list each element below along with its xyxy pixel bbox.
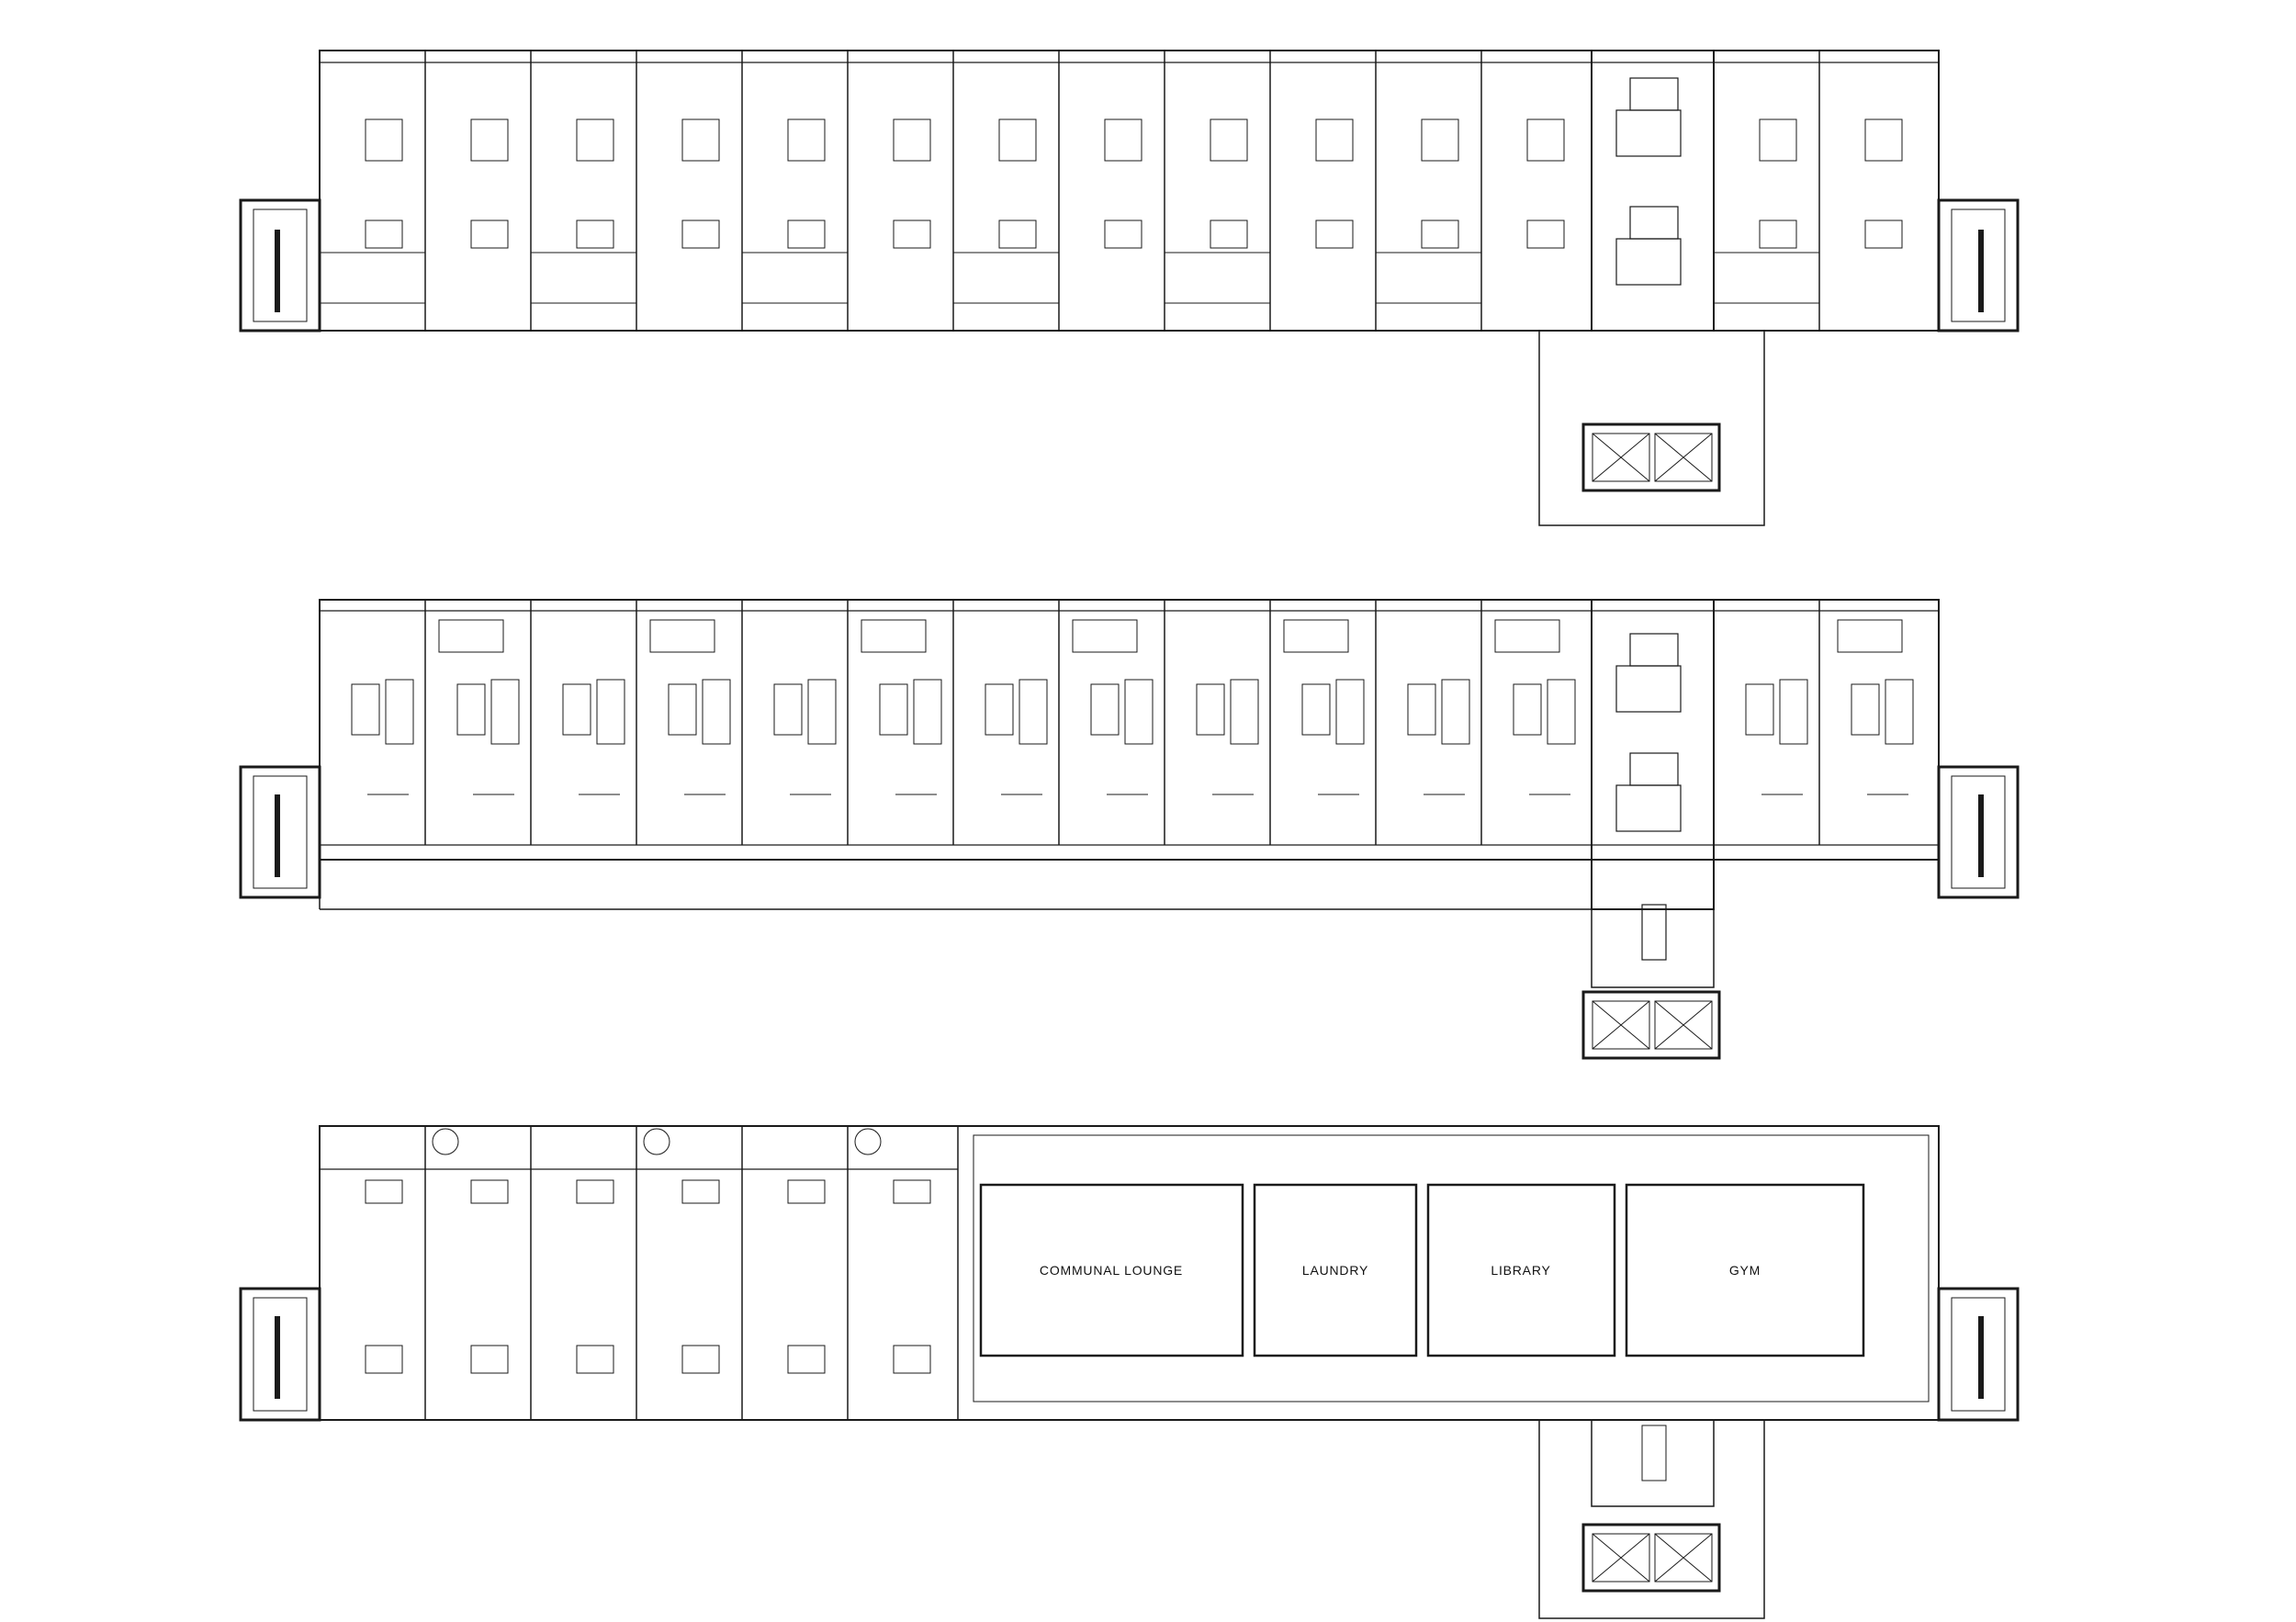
- unit-furniture-middle: [351, 619, 1914, 795]
- floor-plan-ground: [239, 1125, 2020, 1619]
- elevator-wing-top: [1538, 331, 1765, 526]
- stair-east-top: [1937, 198, 2020, 332]
- unit-fixtures-top: [319, 118, 1903, 304]
- stair-east-ground: [1937, 1287, 2020, 1422]
- floor-plan-middle: [239, 599, 2020, 1060]
- floor-plan-top: [239, 50, 2020, 526]
- unit-grid-middle: [424, 600, 1820, 845]
- stair-east-middle: [1937, 765, 2020, 899]
- elevator-wing-middle: [1581, 909, 1721, 1060]
- room-gym: [1625, 1183, 1865, 1357]
- lounge-furniture-top: [1615, 77, 1682, 286]
- elevator-wing-ground: [1538, 1420, 1765, 1619]
- label-library: LIBRARY: [1491, 1263, 1550, 1278]
- stair-west-middle: [239, 765, 321, 899]
- room-laundry: [1253, 1183, 1418, 1357]
- label-laundry: LAUNDRY: [1302, 1263, 1368, 1278]
- unit-fixtures-ground: [365, 1128, 931, 1374]
- room-library: [1426, 1183, 1616, 1357]
- stair-west-ground: [239, 1287, 321, 1422]
- room-communal-lounge: [979, 1183, 1244, 1357]
- label-gym: GYM: [1729, 1263, 1761, 1278]
- label-communal-lounge: COMMUNAL LOUNGE: [1040, 1263, 1183, 1278]
- lounge-furniture-middle: [1615, 633, 1682, 961]
- unit-grid-ground: [424, 1126, 849, 1420]
